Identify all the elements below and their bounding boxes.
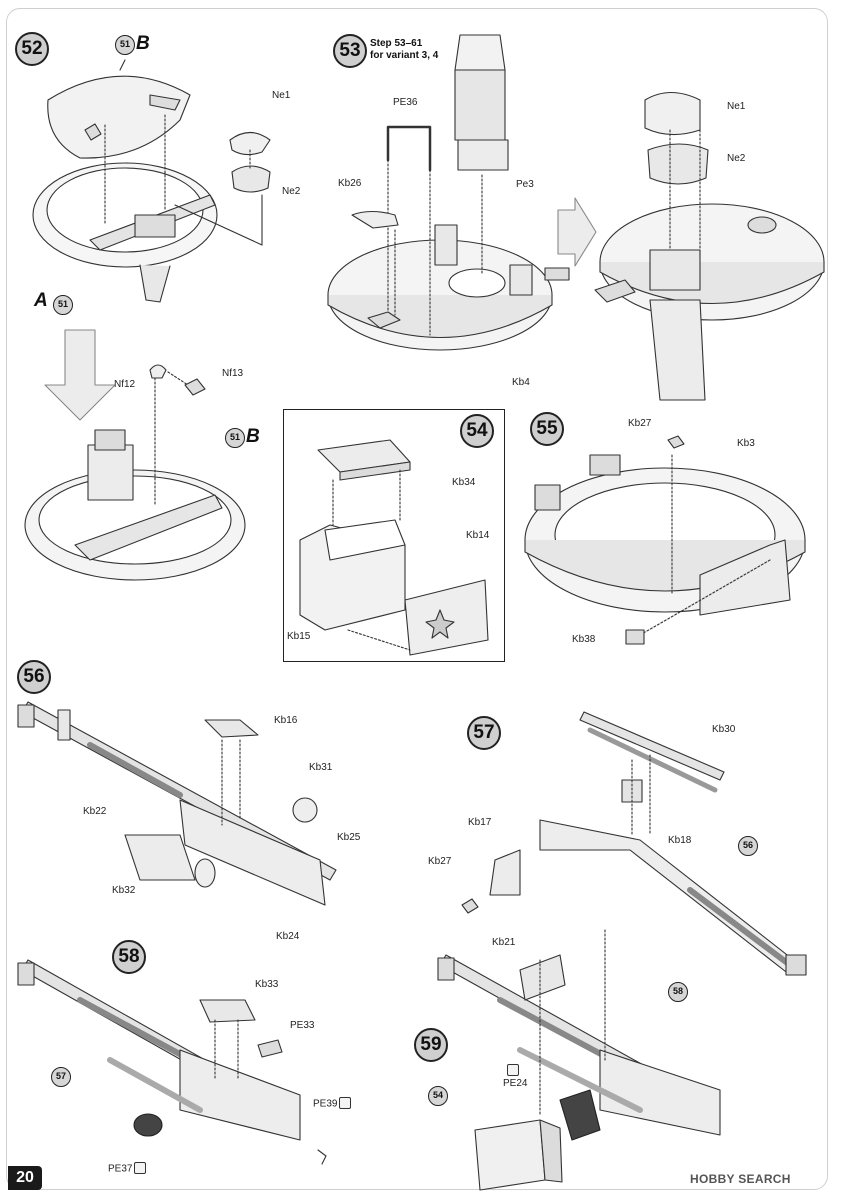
label-nf13: Nf13 — [222, 368, 244, 379]
label-pe39: PE39 — [313, 1097, 352, 1110]
label-kb25: Kb25 — [337, 832, 361, 843]
step58-drawing — [17, 959, 327, 1165]
label-kb14: Kb14 — [466, 530, 490, 541]
step56-drawing — [17, 701, 337, 906]
label-ne1-b: Ne1 — [727, 101, 746, 112]
step-53-note-line1: Step 53–61 — [370, 38, 423, 49]
label-kb26: Kb26 — [338, 178, 362, 189]
step-53-note-line2: for variant 3, 4 — [370, 50, 439, 61]
label-kb17: Kb17 — [468, 817, 492, 828]
label-pe24: PE24 — [503, 1064, 528, 1089]
ref-51-lower: 51 — [225, 428, 245, 448]
label-kb3: Kb3 — [737, 438, 755, 449]
label-kb27-b: Kb27 — [428, 856, 452, 867]
step59-drawing — [437, 929, 721, 1191]
ref-54: 54 — [428, 1086, 448, 1106]
step53-result — [594, 91, 825, 401]
step-53-note: Step 53–61 for variant 3, 4 — [370, 38, 438, 62]
label-kb16: Kb16 — [274, 715, 298, 726]
step-54-box — [283, 409, 505, 662]
label-kb32: Kb32 — [112, 885, 136, 896]
ref-57: 57 — [51, 1067, 71, 1087]
brand-watermark: HOBBY SEARCH — [690, 1172, 791, 1186]
ref-56: 56 — [738, 836, 758, 856]
label-pe24-text: PE24 — [503, 1078, 528, 1089]
photo-etch-icon — [339, 1097, 352, 1109]
step-54-badge: 54 — [460, 414, 494, 448]
step53-drawing — [327, 34, 570, 351]
arrow-right — [557, 197, 597, 267]
step54-drawing — [299, 439, 489, 656]
label-pe33: PE33 — [290, 1020, 315, 1031]
step52-drawing — [32, 59, 271, 303]
label-kb4: Kb4 — [512, 377, 530, 388]
label-ne1-a: Ne1 — [272, 90, 291, 101]
label-pe37: PE37 — [108, 1162, 147, 1175]
label-kb38: Kb38 — [572, 634, 596, 645]
label-ne2-b: Ne2 — [727, 153, 746, 164]
label-kb18: Kb18 — [668, 835, 692, 846]
label-nf12: Nf12 — [114, 379, 136, 390]
step-58-badge: 58 — [112, 940, 146, 974]
label-pe3: Pe3 — [516, 179, 534, 190]
label-pe39-text: PE39 — [313, 1098, 338, 1110]
label-ne2-a: Ne2 — [282, 186, 301, 197]
step55-drawing — [524, 435, 806, 645]
letter-a: A — [34, 290, 48, 311]
label-kb27-a: Kb27 — [628, 418, 652, 429]
label-kb24: Kb24 — [276, 931, 300, 942]
ref-51-a: 51 — [53, 295, 73, 315]
page-frame — [6, 8, 828, 1190]
photo-etch-icon — [134, 1162, 147, 1174]
step-55-badge: 55 — [530, 412, 564, 446]
ref-58: 58 — [668, 982, 688, 1002]
label-pe36: PE36 — [393, 97, 418, 108]
label-kb30: Kb30 — [712, 724, 736, 735]
step-56-badge: 56 — [17, 660, 51, 694]
step-57-badge: 57 — [467, 716, 501, 750]
label-kb33: Kb33 — [255, 979, 279, 990]
step57-drawing — [461, 711, 807, 976]
step-59-badge: 59 — [414, 1028, 448, 1062]
page-number: 20 — [8, 1166, 42, 1190]
letter-b-lower: B — [246, 426, 260, 447]
arrow-down — [44, 329, 116, 421]
label-kb31: Kb31 — [309, 762, 333, 773]
photo-etch-icon — [507, 1064, 519, 1076]
letter-b-top: B — [136, 33, 150, 54]
label-pe37-text: PE37 — [108, 1163, 133, 1175]
label-kb34: Kb34 — [452, 477, 476, 488]
label-kb21: Kb21 — [492, 937, 516, 948]
label-kb22: Kb22 — [83, 806, 107, 817]
step-53-badge: 53 — [333, 34, 367, 68]
step52-result — [24, 364, 246, 581]
label-kb15: Kb15 — [287, 631, 311, 642]
ref-51-top: 51 — [115, 35, 135, 55]
step-52-badge: 52 — [15, 32, 49, 66]
